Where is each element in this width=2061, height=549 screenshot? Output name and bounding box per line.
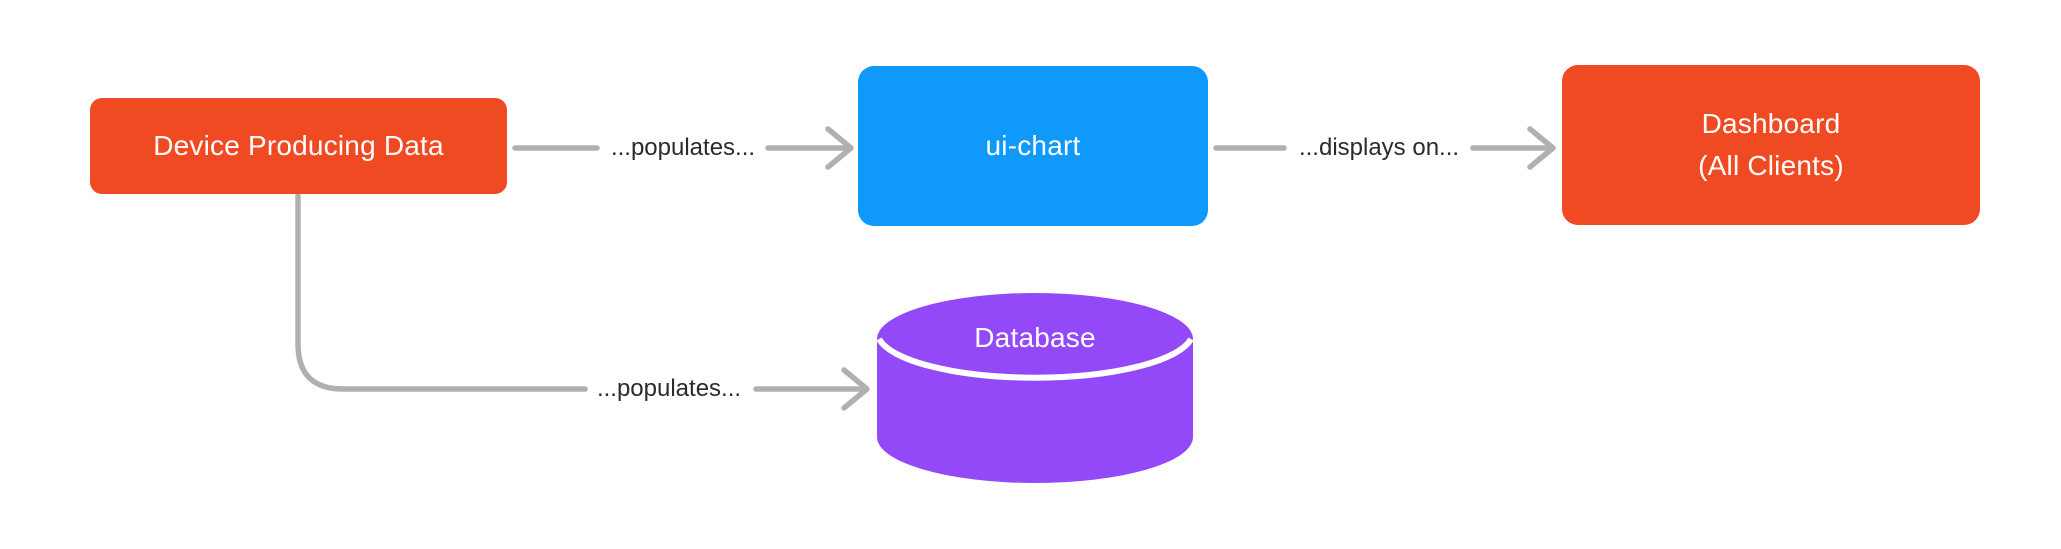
- edge-device-uichart-arrowhead-icon: [825, 126, 854, 170]
- node-dashboard: Dashboard (All Clients): [1562, 65, 1980, 225]
- database-cylinder-icon: [877, 293, 1193, 483]
- edge-device-database-elbow: [295, 193, 588, 392]
- node-device-label: Device Producing Data: [153, 130, 444, 161]
- node-ui-chart-label: ui-chart: [985, 130, 1081, 161]
- node-device-producing-data: Device Producing Data: [90, 98, 507, 194]
- edge-device-database-arrowhead-icon: [841, 367, 870, 411]
- edge-label-populates-bottom: ...populates...: [596, 375, 742, 402]
- database-cylinder-separator: [877, 337, 1193, 381]
- node-database-label: Database: [974, 322, 1096, 353]
- edge-label-populates-top: ...populates...: [610, 134, 756, 161]
- edge-label-displays-on: ...displays on...: [1298, 134, 1460, 161]
- node-ui-chart: ui-chart: [858, 66, 1208, 226]
- node-dashboard-label-line1: Dashboard: [1701, 108, 1841, 139]
- edge-uichart-dashboard-arrowhead-icon: [1527, 126, 1556, 170]
- node-database: Database: [877, 293, 1193, 483]
- database-cylinder-body: [877, 293, 1193, 483]
- node-dashboard-label-line2: (All Clients): [1698, 150, 1844, 181]
- node-dashboard-label: Dashboard (All Clients): [1698, 103, 1844, 187]
